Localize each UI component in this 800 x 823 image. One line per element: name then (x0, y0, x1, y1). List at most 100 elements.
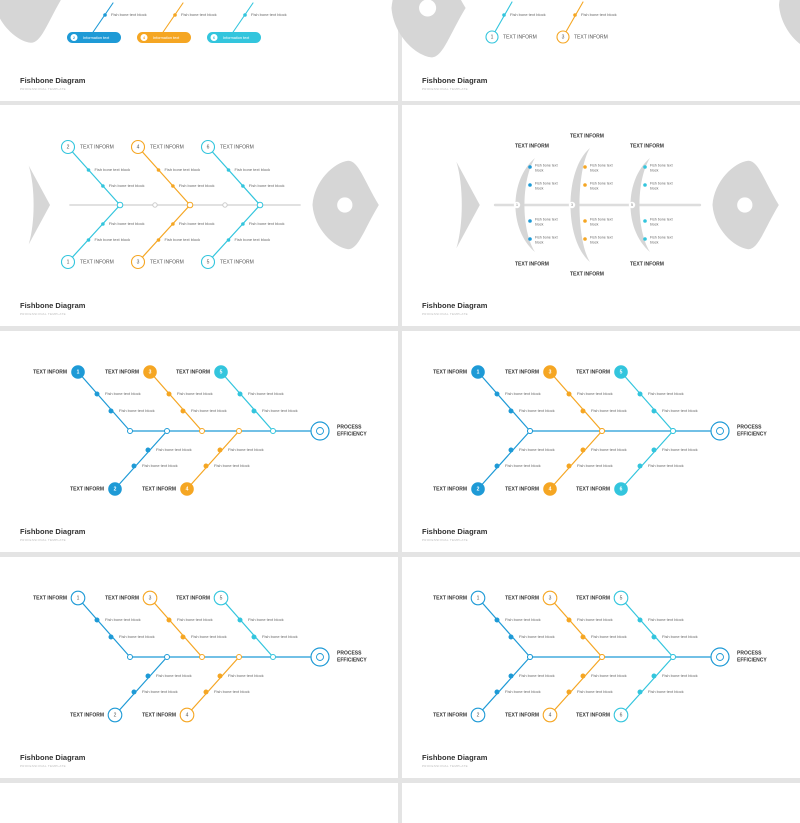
label-text: TEXT INFORM (574, 34, 608, 40)
label-text: TEXT INFORM (33, 369, 67, 375)
label-text: TEXT INFORM (142, 712, 176, 718)
joint-ring (527, 428, 533, 434)
number-ring (60, 139, 76, 155)
label-text: PROCESS (737, 650, 762, 656)
info-text: Information text (153, 36, 180, 40)
joint-ring (236, 654, 242, 660)
number-ring (142, 590, 158, 606)
joint-ring (270, 428, 276, 434)
label-text: Fish bone text block (591, 408, 627, 413)
fish-eye (337, 197, 353, 213)
info-pill (137, 32, 191, 43)
slide-1[interactable]: Fishbone Diagram PROFESSIONAL TEMPLATE (0, 0, 398, 101)
fish-head (391, 0, 466, 58)
bone-dot (101, 184, 105, 188)
label-text: TEXT INFORM (576, 486, 610, 492)
label-text: TEXT INFORM (503, 34, 537, 40)
number-label: 1 (77, 596, 80, 602)
bone-dot (226, 168, 231, 172)
process-ring (310, 647, 330, 667)
label-text: Fish bone text block (156, 447, 192, 452)
label-text: Fish bone text (590, 235, 613, 239)
label-text: Fish bone text block (214, 689, 250, 694)
bone-line (477, 597, 531, 658)
joint-ring (164, 654, 170, 660)
bone-dot (583, 183, 587, 187)
bone-line (207, 146, 261, 206)
bone-dot (210, 34, 218, 41)
bone-dot (580, 408, 586, 414)
label-text: TEXT INFORM (142, 486, 176, 492)
slide-title: Fishbone Diagram (20, 301, 86, 310)
label-text: Fish bone text block (519, 447, 555, 452)
label-text: Fish bone text block (662, 447, 698, 452)
number-ring (200, 139, 216, 155)
bone-dot (566, 689, 572, 695)
label-text: Fish bone text block (179, 221, 215, 226)
bone-line (549, 597, 603, 658)
slide-8[interactable]: Fishbone Diagram PROFESSIONAL TEMPLATE (402, 557, 800, 778)
number-label: 1 (491, 35, 494, 41)
bone-line (186, 430, 240, 490)
label-text: TEXT INFORM (630, 261, 664, 267)
bone-dot (494, 689, 500, 695)
bone-line (620, 597, 674, 658)
bone-line (477, 371, 531, 432)
label-text: PROCESS (337, 424, 362, 430)
bone-dot (651, 408, 657, 414)
label-text: Fish bone text block (591, 634, 627, 639)
label-text: Fish bone text block (177, 391, 213, 396)
label-text: TEXT INFORM (505, 486, 539, 492)
bone-line (549, 430, 603, 490)
number-label: 4 (549, 713, 552, 719)
label-text: block (650, 186, 659, 190)
slide-title: Fishbone Diagram (20, 753, 86, 762)
number-ring (485, 30, 499, 44)
joint-ring (222, 202, 228, 208)
bone-dot (173, 13, 177, 17)
joint-ring (670, 428, 676, 434)
bone-dot (180, 634, 186, 640)
number-label: 6 (213, 36, 215, 40)
label-text: Fish bone text block (181, 12, 217, 17)
number-badge (614, 482, 628, 496)
rib-bone (630, 158, 650, 252)
label-text: Fish bone text block (191, 634, 227, 639)
label-text: Fish bone text block (105, 617, 141, 622)
label-text: TEXT INFORM (515, 261, 549, 267)
label-text: TEXT INFORM (70, 486, 104, 492)
number-ring (60, 254, 76, 270)
bone-dot (86, 238, 91, 242)
slide-2[interactable]: Fishbone Diagram PROFESSIONAL TEMPLATE (402, 0, 800, 101)
joint-ring (116, 201, 124, 209)
bone-dot (145, 447, 151, 453)
label-text: block (535, 240, 544, 244)
slide-title: Fishbone Diagram (422, 527, 488, 536)
bone-dot (643, 183, 647, 187)
label-text: Fish bone text block (510, 12, 546, 17)
label-text: block (590, 240, 599, 244)
number-label: 2 (114, 713, 117, 719)
label-text: Fish bone text block (214, 463, 250, 468)
label-text: Fish bone text block (648, 617, 684, 622)
number-label: 3 (149, 370, 152, 376)
bone-dot (217, 673, 223, 679)
label-text: TEXT INFORM (570, 271, 604, 277)
number-badge (143, 365, 157, 379)
fish-tail (0, 0, 35, 10)
number-label: 5 (620, 370, 623, 376)
slide-5[interactable]: Fishbone Diagram PROFESSIONAL TEMPLATE (0, 331, 398, 552)
bone-dot (217, 447, 223, 453)
slide-6[interactable]: Fishbone Diagram PROFESSIONAL TEMPLATE (402, 331, 800, 552)
bone-dot (70, 34, 78, 41)
bone-dot (637, 617, 643, 623)
slide-subtitle: PROFESSIONAL TEMPLATE (20, 312, 66, 316)
slide-7[interactable]: Fishbone Diagram PROFESSIONAL TEMPLATE (0, 557, 398, 778)
label-text: TEXT INFORM (576, 712, 610, 718)
label-text: Fish bone text block (235, 167, 271, 172)
bone-line (620, 371, 674, 432)
label-text: Fish bone text block (581, 12, 617, 17)
label-text: TEXT INFORM (105, 369, 139, 375)
label-text: PROCESS (337, 650, 362, 656)
joint-ring (670, 654, 676, 660)
